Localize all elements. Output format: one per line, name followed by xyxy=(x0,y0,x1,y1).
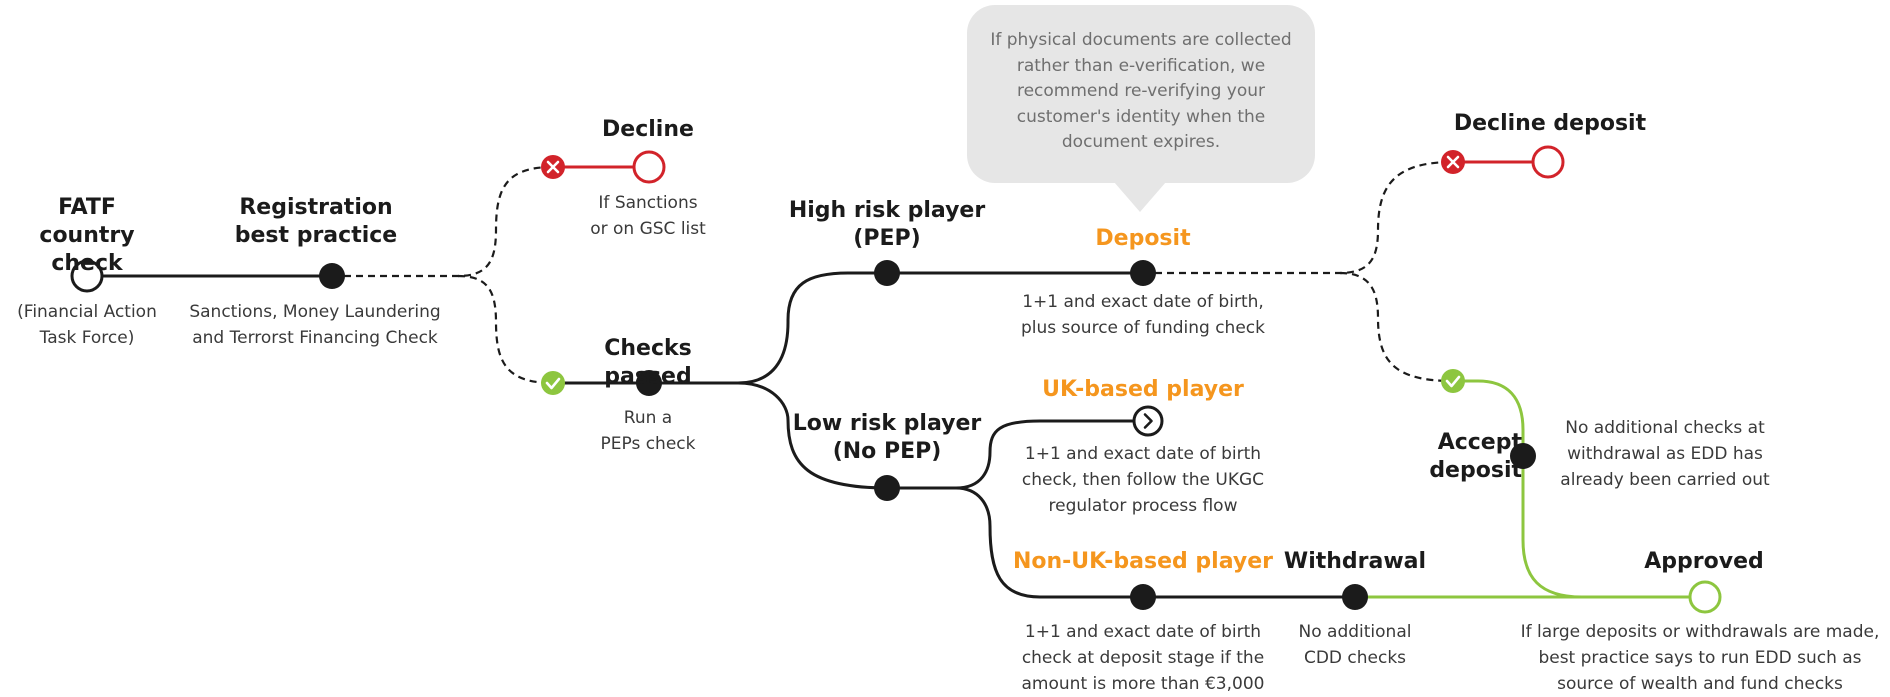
callout-pointer xyxy=(1114,182,1166,212)
checks-passed-title: Checks passed xyxy=(604,336,692,389)
non-uk-node xyxy=(1130,584,1156,610)
peps-check-node xyxy=(636,370,662,396)
callout-text: If physical documents are collected rath… xyxy=(990,30,1292,152)
accept-deposit-title: Accept deposit xyxy=(1429,430,1522,483)
accept-deposit-to-approved-line xyxy=(1453,379,1583,599)
registration-node xyxy=(319,263,345,289)
approved-title: Approved xyxy=(1644,549,1764,574)
fatf-desc: (Financial Action Task Force) xyxy=(17,302,157,348)
decline-deposit-node xyxy=(1531,145,1565,179)
decline-deposit-title: Decline deposit xyxy=(1453,111,1647,136)
uk-player-desc: 1+1 and exact date of birth check, then … xyxy=(1021,444,1265,516)
dashed-branch-to-checks-passed xyxy=(457,274,554,385)
accept-deposit-node xyxy=(1510,443,1536,469)
non-uk-player-desc: 1+1 and exact date of birth check at dep… xyxy=(1021,622,1265,694)
decline-desc: If Sanctions or on GSC list xyxy=(590,193,706,239)
checks-passed-desc: Run a PEPs check xyxy=(600,408,696,454)
decline-deposit-x-icon xyxy=(1441,150,1465,174)
registration-desc: Sanctions, Money Laundering and Terrorst… xyxy=(189,302,441,348)
connector-checks-to-low-risk xyxy=(737,381,956,490)
accept-deposit-desc: No additional checks at withdrawal as ED… xyxy=(1560,418,1770,490)
callout-bubble xyxy=(967,5,1315,183)
approved-node xyxy=(1688,580,1722,614)
non-uk-player-title: Non-UK-based player xyxy=(1012,549,1274,574)
connector-checks-to-high-risk xyxy=(554,271,1143,385)
decline-x-icon xyxy=(541,155,565,179)
withdrawal-desc: No additional CDD checks xyxy=(1298,622,1412,668)
deposit-title: Deposit xyxy=(1095,226,1191,251)
low-risk-node xyxy=(874,475,900,501)
accept-deposit-check-icon xyxy=(1441,369,1465,393)
uk-player-title: UK-based player xyxy=(1042,377,1244,402)
approved-desc: If large deposits or withdrawals are mad… xyxy=(1520,622,1880,694)
deposit-node xyxy=(1130,260,1156,286)
dashed-branch-to-accept-deposit xyxy=(1339,271,1454,383)
deposit-desc: 1+1 and exact date of birth, plus source… xyxy=(1021,292,1265,338)
connector-low-risk-to-non-uk xyxy=(955,486,1355,599)
dashed-branch-to-decline xyxy=(332,165,554,278)
dashed-branch-to-decline-deposit xyxy=(1143,160,1454,275)
uk-player-chevron-right-icon xyxy=(1132,405,1164,437)
decline-title: Decline xyxy=(602,117,694,142)
fatf-title: FATF country check xyxy=(39,195,135,276)
connector-low-risk-to-uk xyxy=(955,419,1145,490)
fatf-node xyxy=(70,259,104,293)
high-risk-node xyxy=(874,260,900,286)
checks-passed-check-icon xyxy=(541,371,565,395)
withdrawal-title: Withdrawal xyxy=(1283,549,1427,574)
low-risk-title: Low risk player (No PEP) xyxy=(792,411,982,464)
high-risk-title: High risk player (PEP) xyxy=(788,198,986,251)
withdrawal-node xyxy=(1342,584,1368,610)
decline-node xyxy=(632,150,666,184)
registration-title: Registration best practice xyxy=(234,195,398,248)
